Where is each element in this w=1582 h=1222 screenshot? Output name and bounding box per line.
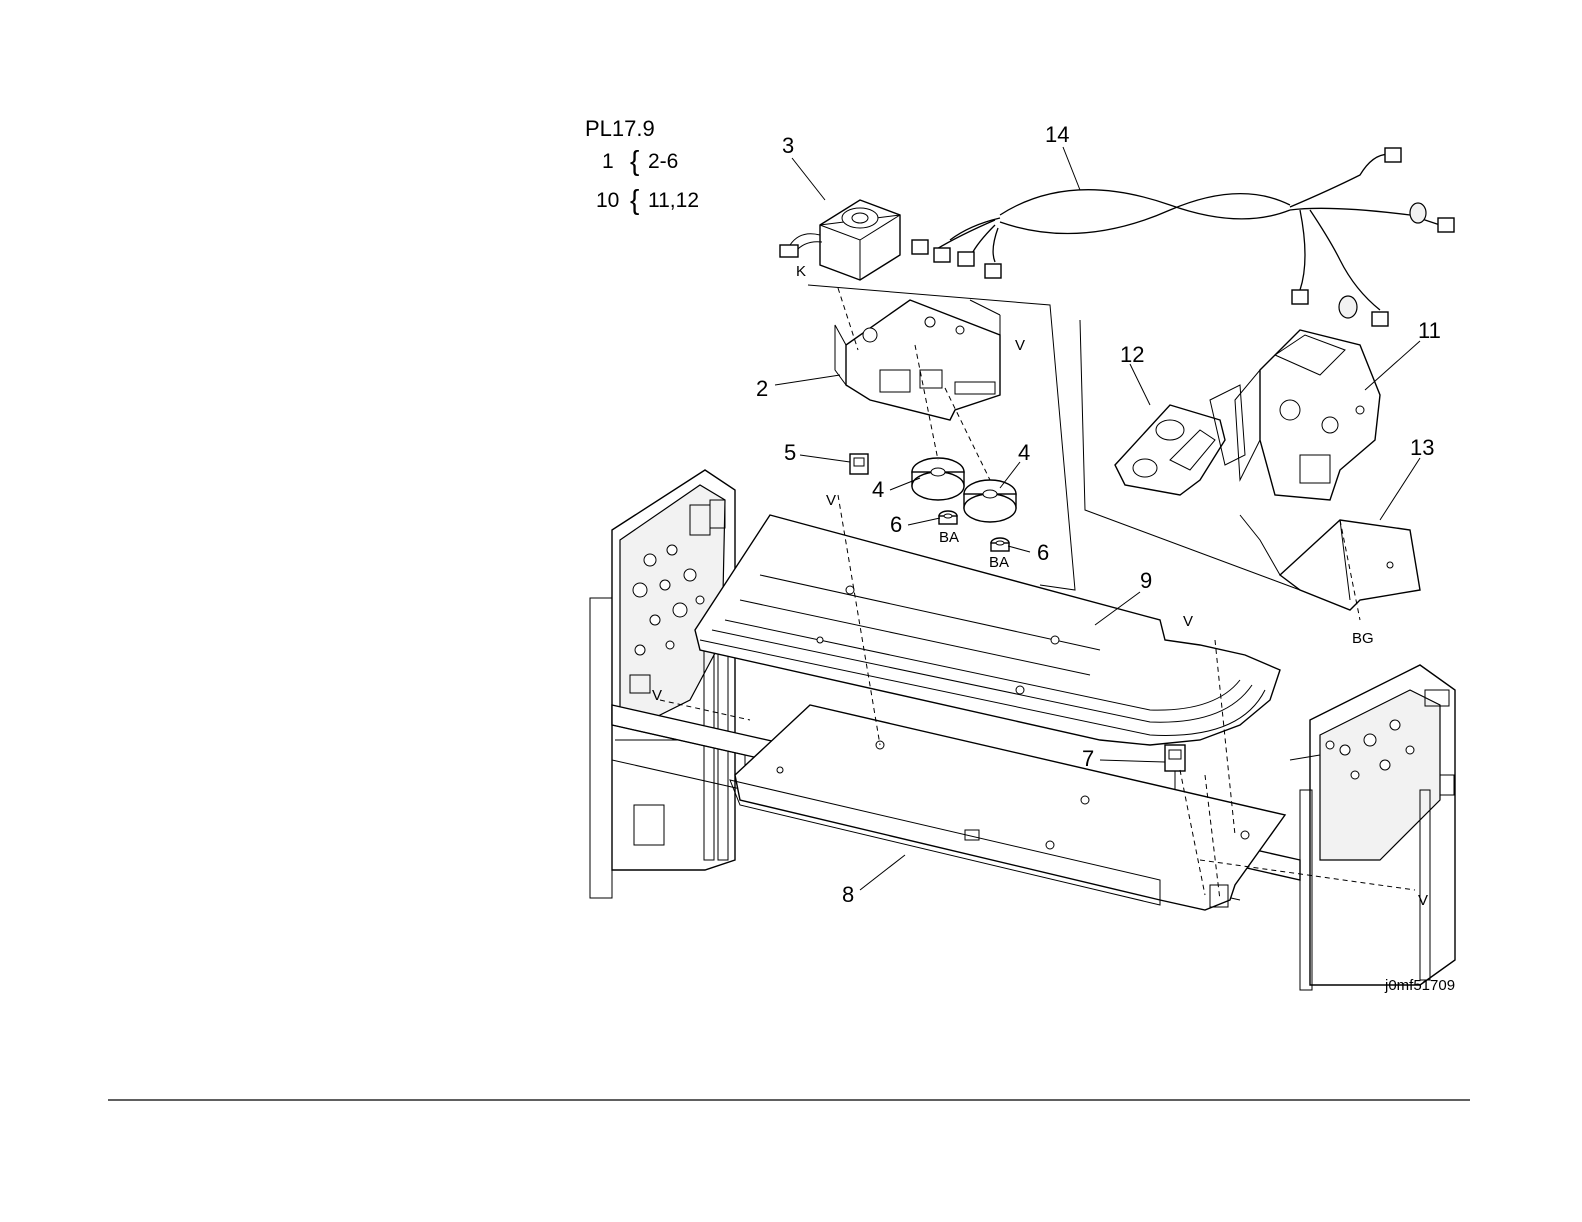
callout-9: 9 <box>1140 568 1152 593</box>
callout-12: 12 <box>1120 342 1144 367</box>
callout-13: 13 <box>1410 435 1434 460</box>
callout-2: 2 <box>756 376 768 401</box>
part-14-harness <box>912 148 1454 326</box>
callout-8: 8 <box>842 882 854 907</box>
fastener-v-left: V <box>652 687 662 704</box>
part-11-assembly <box>1235 330 1380 500</box>
parts-list-header: PL17.9 1 { 2-6 10 { 11,12 <box>585 116 699 215</box>
fastener-ba-left: BA <box>939 529 959 546</box>
fastener-ba-right: BA <box>989 554 1009 571</box>
callout-4-right: 4 <box>1018 440 1030 465</box>
group-2-parent: 10 <box>596 189 619 212</box>
callout-11: 11 <box>1418 318 1441 343</box>
callout-6-right: 6 <box>1037 540 1049 565</box>
part-7-sensor <box>1165 745 1185 790</box>
callout-5: 5 <box>784 440 796 465</box>
figure-id: j0mf51709 <box>1384 977 1455 994</box>
callout-14: 14 <box>1045 122 1069 147</box>
callout-3: 3 <box>782 133 794 158</box>
fastener-k: K <box>796 263 806 280</box>
group-1-brace: { <box>630 145 639 176</box>
group-2-brace: { <box>630 184 639 215</box>
fastener-bg: BG <box>1352 630 1374 647</box>
callout-4-left: 4 <box>872 477 884 502</box>
part-13-plate <box>1280 520 1420 610</box>
fastener-v-mid: V <box>826 492 836 509</box>
right-side-frame <box>1290 665 1455 990</box>
part-5-clip <box>850 454 868 474</box>
group-1-children: 2-6 <box>648 150 678 173</box>
callout-6-left: 6 <box>890 512 902 537</box>
group-1-parent: 1 <box>602 150 614 173</box>
left-side-frame <box>590 470 735 898</box>
callout-7: 7 <box>1082 746 1094 771</box>
group-2-children: 11,12 <box>648 189 699 212</box>
plate-id: PL17.9 <box>585 116 655 141</box>
part-12-holder <box>1115 385 1245 495</box>
part-4-gears <box>912 458 1016 522</box>
fastener-v-right: V <box>1183 613 1193 630</box>
fastener-v-top: V <box>1015 337 1025 354</box>
part-2-bracket <box>835 300 1000 420</box>
fastener-v-bottom: V <box>1418 892 1428 909</box>
